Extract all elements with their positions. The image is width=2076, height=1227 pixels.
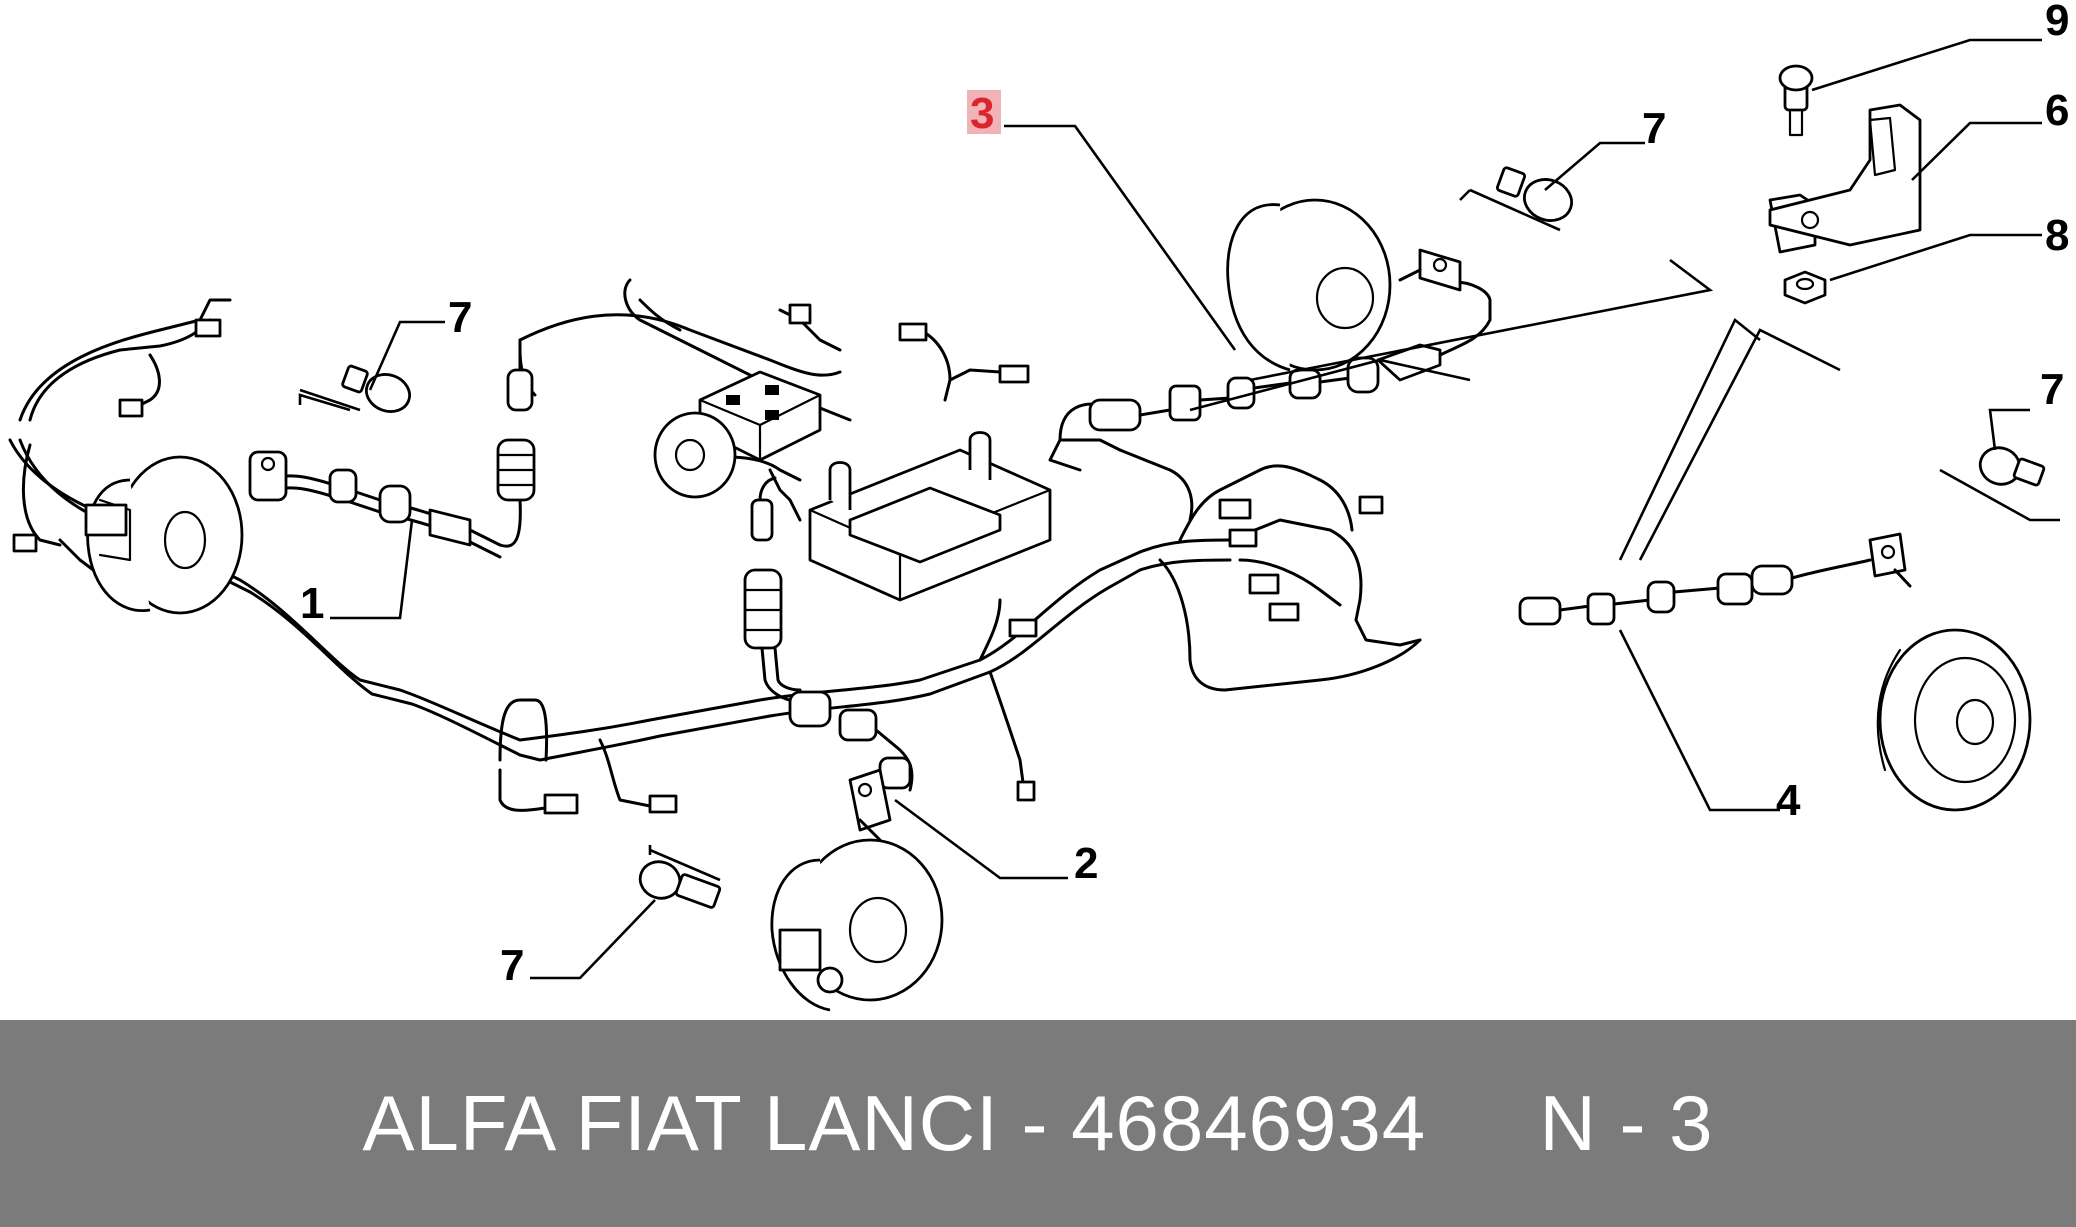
callout-6: 6 [2045, 86, 2069, 135]
screw-7-top-right [1496, 166, 1573, 222]
callout-8: 8 [2045, 211, 2069, 260]
callout-leaders [298, 38, 2060, 980]
callout-9: 9 [2045, 0, 2069, 45]
wheel-hub-rear-right [1876, 628, 2032, 812]
parts-diagram: 1 2 3 4 6 7 7 7 7 8 9 [8, 0, 2070, 1012]
wheel-hub-front-right [1226, 198, 1392, 372]
sensor-1-assembly [248, 438, 536, 559]
callout-3: 3 [970, 89, 994, 138]
bracket-assembly [1768, 64, 1922, 305]
callout-1: 1 [300, 579, 324, 628]
wheel-hub-bottom [770, 838, 944, 1012]
callout-labels: 1 2 3 4 6 7 7 7 7 8 9 [300, 0, 2069, 990]
callout-7-top-right: 7 [1642, 104, 1666, 153]
abs-wiring-diagram-svg: 1 2 3 4 6 7 7 7 7 8 9 [8, 0, 2069, 1012]
callout-7-top-left: 7 [448, 293, 472, 342]
callout-2: 2 [1074, 839, 1098, 888]
screw-7-parts [341, 166, 2046, 909]
footer-bar: ALFA FIAT LANCI - 46846934 N - 3 [0, 1020, 2076, 1227]
callout-4: 4 [1776, 776, 1801, 825]
screw-7-right [1978, 446, 2046, 487]
harness-connectors [12, 303, 1384, 815]
part-number-caption: ALFA FIAT LANCI - 46846934 N - 3 [362, 1079, 1714, 1167]
screw-7-top-left [341, 364, 411, 413]
callout-3-highlight [967, 90, 1001, 134]
sensor-4-assembly [1518, 532, 1912, 626]
main-wiring-harness [8, 298, 1422, 812]
nut-8 [1783, 270, 1827, 305]
abs-control-unit [506, 338, 1052, 602]
callout-7-bottom: 7 [500, 941, 524, 990]
sensor-2-assembly [743, 568, 914, 842]
callout-7-right: 7 [2040, 365, 2064, 414]
screw-7-bottom [638, 860, 722, 909]
wheel-hub-front-left [84, 455, 244, 615]
